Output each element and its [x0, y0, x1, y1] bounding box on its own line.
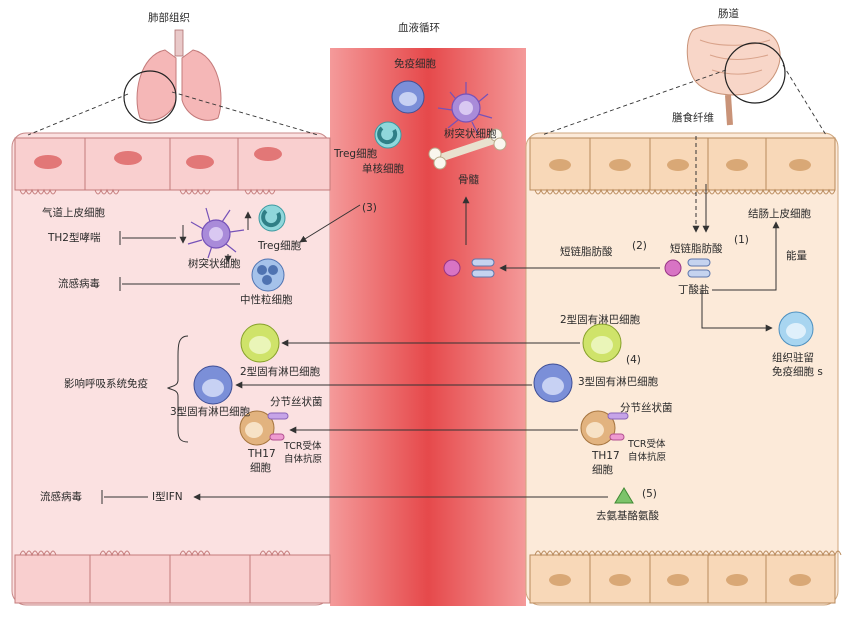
th2-asthma-label: TH2型哮喘 [48, 232, 101, 244]
pink-cell-blood [443, 259, 461, 277]
scfa-right-label: 短链脂肪酸 [670, 243, 723, 255]
desaminotyrosine-triangle [614, 487, 634, 504]
flu-virus-2-label: 流感病毒 [40, 491, 82, 503]
neutrophil-label: 中性粒细胞 [240, 294, 293, 306]
gut-panel [525, 132, 839, 606]
dendritic-left-label: 树突状细胞 [188, 258, 241, 270]
step1-label: (1) [734, 234, 749, 246]
ilc2-right-label: 2型固有淋巴细胞 [560, 314, 641, 326]
pathway-arrows [101, 136, 780, 504]
neutrophil-cell [251, 258, 285, 292]
step3-label: (3) [362, 202, 377, 214]
treg-cell-blood [374, 121, 402, 149]
ilc2-cell-lung [240, 323, 280, 363]
desaminotyrosine-label: 去氨基酪氨酸 [596, 510, 659, 522]
bone-icon [428, 128, 507, 170]
th17-right-label-1: TH17 [592, 450, 620, 462]
th17-cell-gut [580, 410, 629, 446]
ilc3-cell-gut [533, 363, 573, 403]
th17-cell-lung [239, 410, 289, 446]
lung-region-label: 肺部组织 [148, 12, 190, 24]
self-antigen-right-label: 自体抗原 [628, 452, 667, 463]
ilc3-left-label: 3型固有淋巴细胞 [170, 406, 251, 418]
airway-epi-label: 气道上皮细胞 [42, 207, 105, 219]
colon-epi-label: 结肠上皮细胞 [748, 208, 811, 220]
resident-label-1: 组织驻留 [772, 352, 814, 364]
ilc2-left-label: 2型固有淋巴细胞 [240, 366, 321, 378]
treg-lung-label: Treg细胞 [258, 240, 302, 252]
scfa-left-label: 短链脂肪酸 [560, 246, 613, 258]
gut-region-label: 肠道 [718, 8, 739, 20]
dendritic-cell-lung [187, 207, 245, 259]
bone-marrow-label: 骨髓 [458, 174, 479, 186]
scfa-molecules-gut [687, 258, 711, 278]
tcr-left-label: TCR受体 [284, 441, 322, 452]
zoom-lines [27, 64, 827, 136]
circulation-label: 血液循环 [398, 22, 440, 34]
ilc2-cell-gut [582, 323, 622, 363]
pink-cell-gut [664, 259, 682, 277]
th17-left-label-1: TH17 [248, 448, 276, 460]
ilc3-right-label: 3型固有淋巴细胞 [578, 376, 659, 388]
scfa-molecules-blood [471, 258, 495, 278]
ifn-label: I型IFN [152, 491, 183, 503]
step4-label: (4) [626, 354, 641, 366]
treg-cell-lung [258, 204, 286, 232]
self-antigen-left-label: 自体抗原 [284, 454, 323, 465]
respiratory-immunity-label: 影响呼吸系统免疫 [64, 378, 148, 390]
gut-bottom-epithelium [529, 550, 842, 604]
dendritic-cell-blood [437, 82, 493, 135]
sfb-right-label: 分节丝状菌 [620, 402, 673, 414]
resident-immune-cell [778, 311, 814, 347]
treg-blood-label: Treg细胞 [334, 148, 378, 160]
ilc3-cell-lung [193, 365, 233, 405]
butyrate-label: 丁酸盐 [678, 284, 710, 296]
blood-immune-cell [391, 80, 425, 114]
tcr-right-label: TCR受体 [628, 439, 666, 450]
fiber-label: 膳食纤维 [672, 112, 714, 124]
th17-left-label-2: 细胞 [250, 462, 271, 474]
step2-label: (2) [632, 240, 647, 252]
energy-label: 能量 [786, 250, 807, 262]
th17-right-label-2: 细胞 [592, 464, 613, 476]
dendritic-top-label: 树突状细胞 [444, 128, 497, 140]
resident-label-2: 免疫细胞 s [772, 366, 823, 378]
step5-label: (5) [642, 488, 657, 500]
sfb-left-label: 分节丝状菌 [270, 396, 323, 408]
immune-cells-label: 免疫细胞 [394, 58, 436, 70]
lung-organ-icon [123, 29, 222, 124]
lung-bottom-epithelium [14, 550, 331, 604]
lung-top-epithelium [14, 137, 331, 195]
gut-organ-icon [686, 24, 786, 126]
gut-top-epithelium [529, 137, 836, 195]
monocyte-label: 单核细胞 [362, 163, 404, 175]
flu-virus-1-label: 流感病毒 [58, 278, 100, 290]
